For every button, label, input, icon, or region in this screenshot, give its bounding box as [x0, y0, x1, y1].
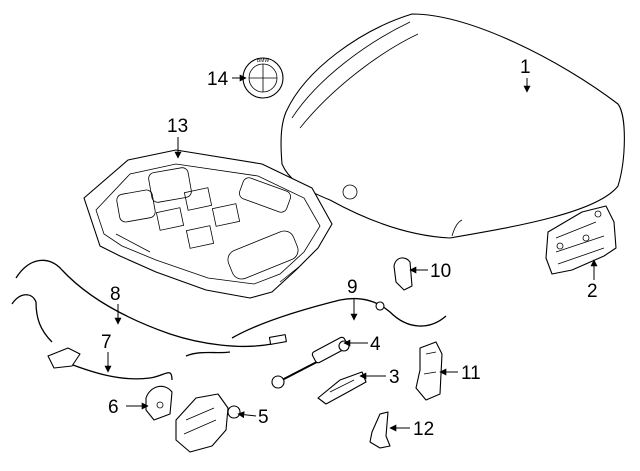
lock-cover — [145, 385, 173, 421]
callout-4: 4 — [370, 334, 381, 355]
callout-labels: 1 2 3 4 5 6 7 8 9 10 11 12 13 14 — [101, 57, 598, 440]
emblem-text: BMW — [257, 58, 270, 64]
hood-panel — [280, 13, 625, 239]
hood-lock — [175, 393, 241, 453]
callout-14: 14 — [207, 69, 229, 90]
guide-bracket — [415, 341, 443, 401]
callout-6: 6 — [108, 397, 119, 418]
callout-8: 8 — [110, 284, 121, 305]
callout-1: 1 — [520, 57, 531, 78]
bowden-cable-rear — [47, 347, 231, 381]
bracket — [317, 371, 367, 405]
bowden-cable-front — [11, 259, 287, 348]
callout-7: 7 — [101, 332, 112, 353]
gas-strut — [271, 336, 350, 389]
callout-2: 2 — [587, 281, 598, 302]
callout-13: 13 — [167, 116, 188, 137]
hood-hinge — [545, 205, 617, 275]
callout-3: 3 — [389, 367, 400, 388]
leader-lines — [104, 74, 598, 432]
insulation-panel — [83, 149, 333, 299]
support-bracket — [369, 411, 391, 449]
release-cable — [231, 297, 447, 339]
bmw-emblem: BMW — [242, 57, 284, 99]
stop-buffer — [393, 257, 413, 291]
callout-10: 10 — [430, 261, 451, 282]
callout-9: 9 — [347, 277, 358, 298]
callout-11: 11 — [461, 363, 481, 384]
callout-12: 12 — [413, 419, 434, 440]
callout-5: 5 — [258, 407, 269, 428]
